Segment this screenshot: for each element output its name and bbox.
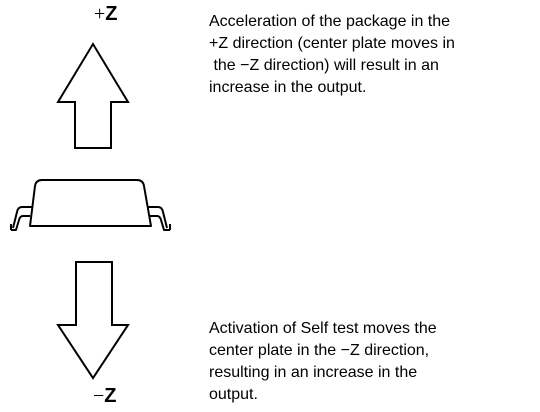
acceleration-note-line: Acceleration of the package in the: [209, 13, 451, 30]
down-arrow-icon: [56, 261, 130, 380]
self-test-note-line: output.: [209, 386, 258, 403]
positive-z-letter: Z: [105, 3, 118, 25]
acceleration-note-line: +Z direction (center plate moves in: [209, 35, 455, 52]
self-test-note-line: resulting in an increase in the: [209, 364, 418, 381]
up-arrow-icon: [56, 42, 130, 149]
negative-z-letter: Z: [104, 385, 117, 407]
negative-z-label: −Z: [93, 385, 117, 407]
self-test-note: Activation of Self test moves the center…: [209, 318, 437, 406]
right-lead-outer: [150, 215, 170, 231]
acceleration-note: Acceleration of the package in the +Z di…: [209, 11, 455, 99]
self-test-note-line: Activation of Self test moves the: [209, 320, 437, 337]
right-lead-inner: [147, 206, 168, 229]
left-lead-inner: [12, 206, 32, 229]
self-test-note-line: center plate in the −Z direction,: [209, 342, 430, 359]
positive-z-sign: +: [94, 3, 106, 25]
acceleration-note-line: the −Z direction) will result in an: [209, 57, 439, 74]
chip-package-icon: [10, 179, 171, 231]
positive-z-label: +Z: [94, 3, 118, 25]
acceleration-note-line: increase in the output.: [209, 79, 367, 96]
negative-z-sign: −: [93, 385, 105, 407]
left-lead-outer: [11, 215, 30, 231]
